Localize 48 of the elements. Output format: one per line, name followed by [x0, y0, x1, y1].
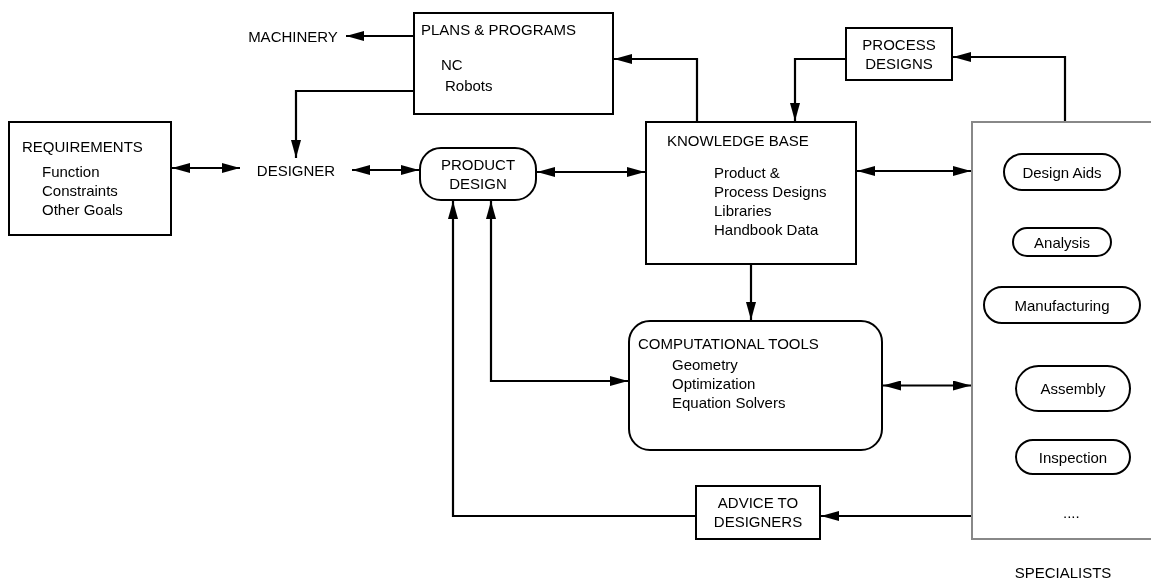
node-label: Manufacturing	[1014, 295, 1110, 315]
list-item: NC	[441, 55, 464, 74]
rounded-box	[419, 147, 537, 201]
process-box	[695, 485, 821, 540]
arrow	[346, 31, 413, 41]
panel-title: SPECIALISTS	[1013, 563, 1113, 581]
arrow	[821, 511, 971, 521]
rounded-box	[628, 320, 883, 451]
list-item: Robots	[445, 76, 494, 95]
list-item: Equation Solvers	[672, 393, 787, 412]
process-box	[8, 121, 172, 236]
arrow	[352, 165, 419, 175]
list-item: Handbook Data	[714, 220, 820, 239]
arrow	[746, 265, 756, 320]
ellipsis-note: ....	[1063, 503, 1080, 522]
list-item: Product & Process Designs	[714, 163, 828, 201]
node-label: Analysis	[1034, 232, 1090, 252]
arrow	[448, 201, 695, 518]
process-box	[845, 27, 953, 81]
node-label: Assembly	[1040, 379, 1106, 398]
box-title: REQUIREMENTS	[22, 137, 144, 156]
box-title: PLANS & PROGRAMS	[421, 20, 578, 39]
list-item: Optimization	[672, 374, 757, 393]
arrow	[291, 89, 413, 158]
text-label: DESIGNER	[256, 160, 336, 180]
arrow	[883, 380, 971, 391]
node-label: Design Aids	[1022, 162, 1102, 182]
list-item: Function	[42, 162, 101, 181]
arrow	[790, 57, 845, 121]
box-label: ADVICE TO DESIGNERS	[712, 493, 804, 531]
box-title: COMPUTATIONAL TOOLS	[638, 334, 820, 353]
arrow	[537, 167, 645, 177]
text-label: MACHINERY	[248, 26, 338, 46]
list-item: Geometry	[672, 355, 739, 374]
box-label: PRODUCT DESIGN	[439, 155, 517, 193]
node-label: Inspection	[1038, 447, 1108, 467]
arrow	[614, 54, 699, 121]
arrow	[486, 201, 628, 386]
box-label: PROCESS DESIGNS	[861, 35, 937, 73]
box-title: KNOWLEDGE BASE	[667, 131, 810, 150]
arrow	[857, 166, 971, 176]
list-item: Libraries	[714, 201, 773, 220]
arrow	[953, 52, 1067, 121]
list-item: Other Goals	[42, 200, 124, 219]
arrow	[172, 163, 240, 173]
list-item: Constraints	[42, 181, 119, 200]
process-box	[413, 12, 614, 115]
process-box	[645, 121, 857, 265]
